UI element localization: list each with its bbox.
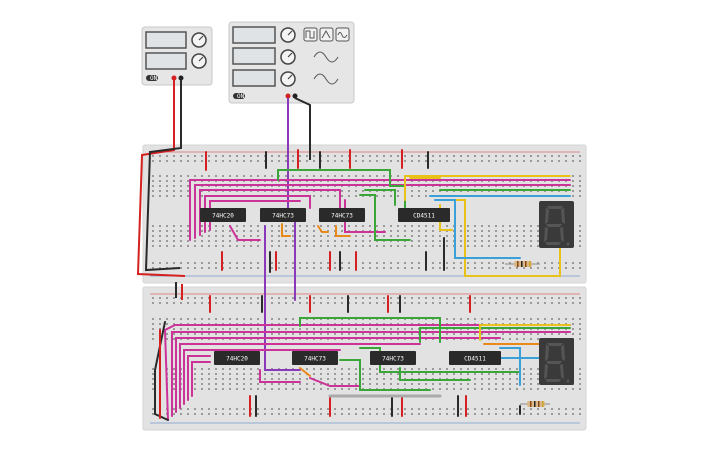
power-supply[interactable]: ON <box>141 26 213 86</box>
chip-74hc73-bottom-1-label: 74HC73 <box>304 356 326 363</box>
power-supply-negative-terminal[interactable] <box>178 75 184 81</box>
square-wave-button[interactable] <box>303 27 318 42</box>
seven-segment-display-bottom-digit <box>544 343 570 383</box>
wires-bottom-board <box>154 295 571 421</box>
chip-74hc20-bottom-label: 74HC20 <box>226 356 248 363</box>
chip-74hc20-top-label: 74HC20 <box>212 213 234 220</box>
power-supply-display-1 <box>145 31 187 49</box>
power-positive-wire <box>136 80 186 277</box>
function-generator-display-1 <box>232 26 276 44</box>
resistor-bottom[interactable] <box>520 401 550 407</box>
wires-top-board <box>189 149 571 371</box>
seven-segment-display-top[interactable] <box>539 201 574 248</box>
function-generator-toggle-label: ON <box>237 93 245 100</box>
triangle-wave-button[interactable] <box>319 27 334 42</box>
chip-74hc73-top-2-label: 74HC73 <box>331 213 353 220</box>
power-supply-toggle[interactable] <box>146 75 158 81</box>
chip-74hc73-top-1-label: 74HC73 <box>272 213 294 220</box>
chip-74hc73-bottom-2-label: 74HC73 <box>382 356 404 363</box>
function-generator-ground-terminal[interactable] <box>292 93 298 99</box>
function-generator-display-3 <box>232 69 276 87</box>
chip-74hc73-bottom-1[interactable]: 74HC73 <box>292 351 338 365</box>
instrument-leads <box>136 80 311 300</box>
chip-74hc73-bottom-2[interactable]: 74HC73 <box>370 351 416 365</box>
seven-segment-display-bottom[interactable] <box>539 338 574 385</box>
chip-74hc73-top-2[interactable]: 74HC73 <box>319 208 365 222</box>
function-generator-display-2 <box>232 47 276 65</box>
power-negative-wire <box>144 80 182 272</box>
sine-wave-graphic-2 <box>313 73 339 85</box>
fg-ground-wire <box>294 97 311 160</box>
function-generator-output-terminal[interactable] <box>285 93 291 99</box>
square-wave-icon <box>305 30 315 39</box>
chip-74hc20-top[interactable]: 74HC20 <box>200 208 246 222</box>
chip-74hc73-top-1[interactable]: 74HC73 <box>260 208 306 222</box>
function-generator-toggle[interactable] <box>233 93 245 99</box>
chip-cd4511-top[interactable]: CD4511 <box>398 208 450 222</box>
seven-segment-display-top-digit <box>544 206 570 246</box>
sine-wave-icon <box>337 32 348 38</box>
sine-wave-button[interactable] <box>335 27 350 42</box>
chip-cd4511-top-label: CD4511 <box>413 213 435 220</box>
chip-74hc20-bottom[interactable]: 74HC20 <box>214 351 260 365</box>
chip-cd4511-bottom-label: CD4511 <box>464 356 486 363</box>
power-supply-toggle-label: ON <box>150 75 158 82</box>
power-supply-positive-terminal[interactable] <box>171 75 177 81</box>
triangle-wave-icon <box>321 29 331 39</box>
power-supply-display-2 <box>145 52 187 70</box>
sine-wave-graphic-1 <box>313 51 339 63</box>
resistor-top[interactable] <box>505 261 540 267</box>
chip-cd4511-bottom[interactable]: CD4511 <box>449 351 501 365</box>
function-generator[interactable]: ON <box>228 21 355 104</box>
